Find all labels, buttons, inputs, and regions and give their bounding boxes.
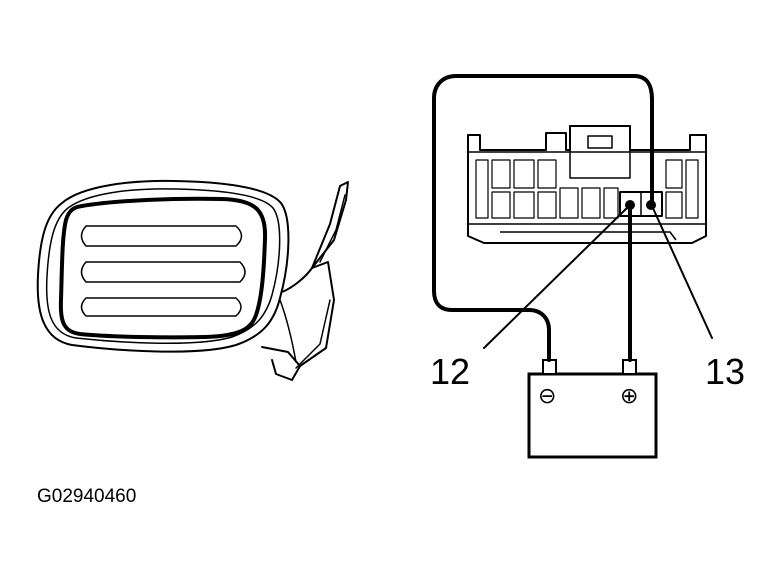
terminal-13-label: 13: [705, 351, 745, 392]
terminal-12-label: 12: [430, 351, 470, 392]
mirror-connector-icon: [467, 125, 707, 244]
battery-positive-symbol: ⊕: [620, 384, 638, 409]
wiring-lines: [432, 74, 713, 362]
battery-negative-symbol: ⊖: [538, 384, 556, 409]
side-mirror-icon: [36, 179, 349, 381]
figure-code: G02940460: [37, 486, 136, 507]
battery-icon: [527, 359, 658, 459]
